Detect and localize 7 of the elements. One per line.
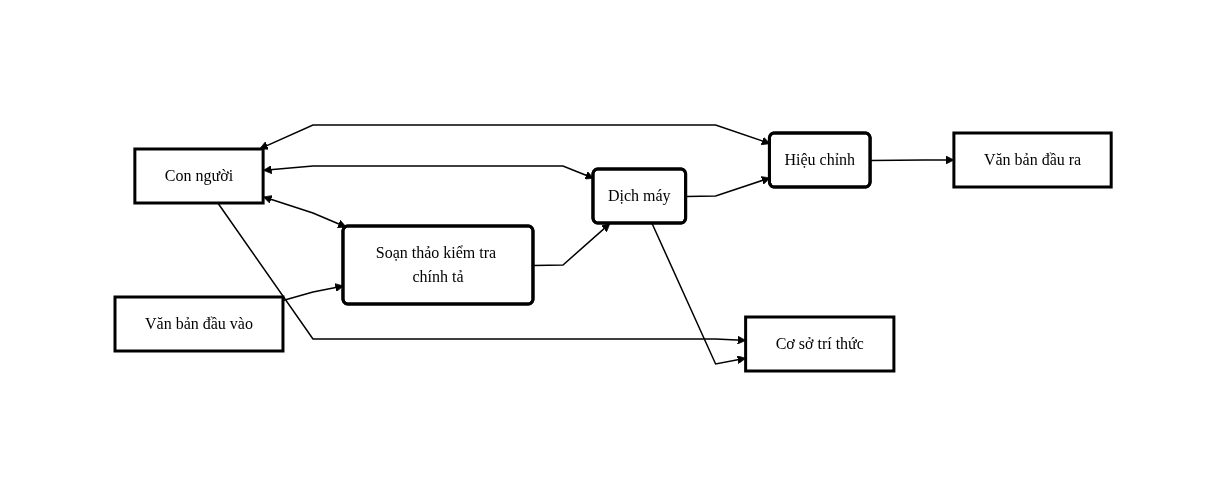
node-box: Văn bản đầu vào (113, 295, 285, 352)
arrow (651, 222, 746, 365)
arrow (532, 222, 611, 266)
arrow (263, 194, 347, 228)
node-box: Con người (133, 147, 265, 204)
node-box: Cơ sở trí thức (744, 315, 896, 372)
node-box: Văn bản đầu ra (952, 131, 1113, 188)
